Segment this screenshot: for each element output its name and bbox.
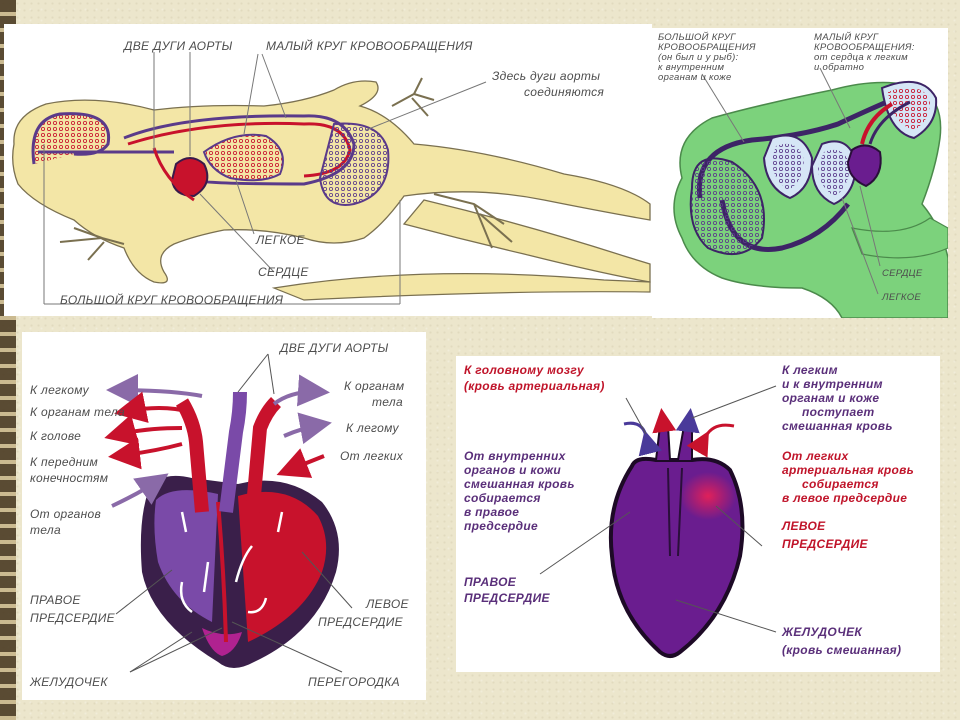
- heart2-label-to-lungs-2: и к внутренним: [782, 377, 883, 391]
- frog-label-systemic-4: к внутренним: [658, 62, 724, 73]
- heart2-label-to-lungs-3: органам и коже: [782, 391, 879, 405]
- heart1-label-r-from-lungs: От легких: [340, 449, 404, 463]
- heart2-label-from-internal-1: От внутренних: [464, 449, 567, 463]
- heart2-label-from-lungs-4: в левое предсердие: [782, 491, 907, 505]
- heart1-label-left-atrium-1: ЛЕВОЕ: [365, 597, 410, 611]
- heart1-label-from-organs-1: От органов: [30, 507, 101, 521]
- lizard-label-arches-join-2: соединяются: [524, 85, 604, 99]
- heart1-label-to-head: К голове: [30, 429, 81, 443]
- heart1-label-r-to-organs-2: тела: [372, 395, 403, 409]
- lizard-label-arches-join-1: Здесь дуги аорты: [492, 69, 600, 83]
- heart1-label-septum: ПЕРЕГОРОДКА: [308, 675, 400, 689]
- frog-label-systemic-3: (он был и у рыб):: [658, 52, 739, 63]
- reptile-heart-diagram: ДВЕ ДУГИ АОРТЫ К легкому К органам тела …: [22, 332, 426, 700]
- lizard-label-heart: СЕРДЦЕ: [258, 265, 309, 279]
- heart2-label-to-lungs-5: смешанная кровь: [782, 419, 893, 433]
- amphibian-heart-diagram: К головному мозгу (кровь артериальная) О…: [456, 356, 940, 672]
- heart1-label-aortic-arches: ДВЕ ДУГИ АОРТЫ: [278, 341, 389, 355]
- heart2-label-from-lungs-3: собирается: [802, 477, 879, 491]
- heart2-label-right-atrium-2: ПРЕДСЕРДИЕ: [464, 591, 551, 605]
- lizard-label-pulmonary: МАЛЫЙ КРУГ КРОВООБРАЩЕНИЯ: [266, 37, 473, 53]
- lizard-circulation-diagram: ДВЕ ДУГИ АОРТЫ МАЛЫЙ КРУГ КРОВООБРАЩЕНИЯ…: [4, 24, 652, 316]
- heart2-label-from-internal-5: в правое: [464, 505, 519, 519]
- heart2-label-left-atrium-2: ПРЕДСЕРДИЕ: [782, 537, 869, 551]
- heart2-label-from-internal-2: органов и кожи: [464, 463, 561, 477]
- heart1-label-r-to-lung: К легому: [346, 421, 399, 435]
- lizard-label-lung: ЛЕГКОЕ: [255, 233, 306, 247]
- heart2-label-to-brain-1: К головному мозгу: [464, 363, 585, 377]
- frog-label-lung: ЛЕГКОЕ: [881, 292, 921, 303]
- heart2-label-ventricle-2: (кровь смешанная): [782, 643, 901, 657]
- frog-label-systemic-2: КРОВООБРАЩЕНИЯ: [658, 42, 756, 53]
- heart1-label-right-atrium-1: ПРАВОЕ: [30, 593, 81, 607]
- frog-circulation-diagram: БОЛЬШОЙ КРУГ КРОВООБРАЩЕНИЯ (он был и у …: [652, 28, 948, 318]
- heart2-label-from-internal-6: предсердие: [464, 519, 538, 533]
- heart1-label-right-atrium-2: ПРЕДСЕРДИЕ: [30, 611, 116, 625]
- frog-label-heart: СЕРДЦЕ: [882, 268, 923, 279]
- frog-label-pulmonary-4: и обратно: [814, 62, 864, 73]
- frog-label-pulmonary-2: КРОВООБРАЩЕНИЯ:: [814, 42, 915, 53]
- heart2-label-from-internal-3: смешанная кровь: [464, 477, 575, 491]
- heart2-label-from-internal-4: собирается: [464, 491, 541, 505]
- heart2-label-from-lungs-2: артериальная кровь: [782, 463, 914, 477]
- frog-label-pulmonary-3: от сердца к легким: [814, 52, 908, 63]
- frog-systemic-mesh: [689, 157, 765, 255]
- heart1-label-from-organs-2: тела: [30, 523, 61, 537]
- lizard-heart: [170, 157, 209, 198]
- heart1-label-ventricle: ЖЕЛУДОЧЕК: [29, 675, 108, 689]
- heart2-label-to-lungs-1: К легким: [782, 363, 838, 377]
- heart2-label-to-lungs-4: поступает: [802, 405, 874, 419]
- frog-label-systemic-1: БОЛЬШОЙ КРУГ: [658, 31, 736, 43]
- heart1-label-to-lung: К легкому: [30, 383, 90, 397]
- frog-label-pulmonary-1: МАЛЫЙ КРУГ: [814, 31, 879, 43]
- heart1-label-left-atrium-2: ПРЕДСЕРДИЕ: [318, 615, 404, 629]
- heart2-label-from-lungs-1: От легких: [782, 449, 850, 463]
- lizard-lung: [202, 133, 284, 182]
- lizard-label-systemic: БОЛЬШОЙ КРУГ КРОВООБРАЩЕНИЯ: [60, 291, 284, 307]
- heart2-label-to-brain-2: (кровь артериальная): [464, 379, 605, 393]
- heart1-label-to-forelimbs-1: К передним: [30, 455, 98, 469]
- heart1-label-to-body-organs: К органам тела: [30, 405, 125, 419]
- frog-heart: [846, 144, 882, 188]
- lizard-label-aortic-arches: ДВЕ ДУГИ АОРТЫ: [122, 39, 233, 53]
- heart2-label-right-atrium-1: ПРАВОЕ: [464, 575, 517, 589]
- frog-label-systemic-5: органам и коже: [658, 72, 732, 83]
- heart1-label-r-to-organs-1: К органам: [344, 379, 404, 393]
- heart2-label-ventricle-1: ЖЕЛУДОЧЕК: [781, 625, 863, 639]
- heart1-label-to-forelimbs-2: конечностям: [30, 471, 108, 485]
- heart2-label-left-atrium-1: ЛЕВОЕ: [781, 519, 826, 533]
